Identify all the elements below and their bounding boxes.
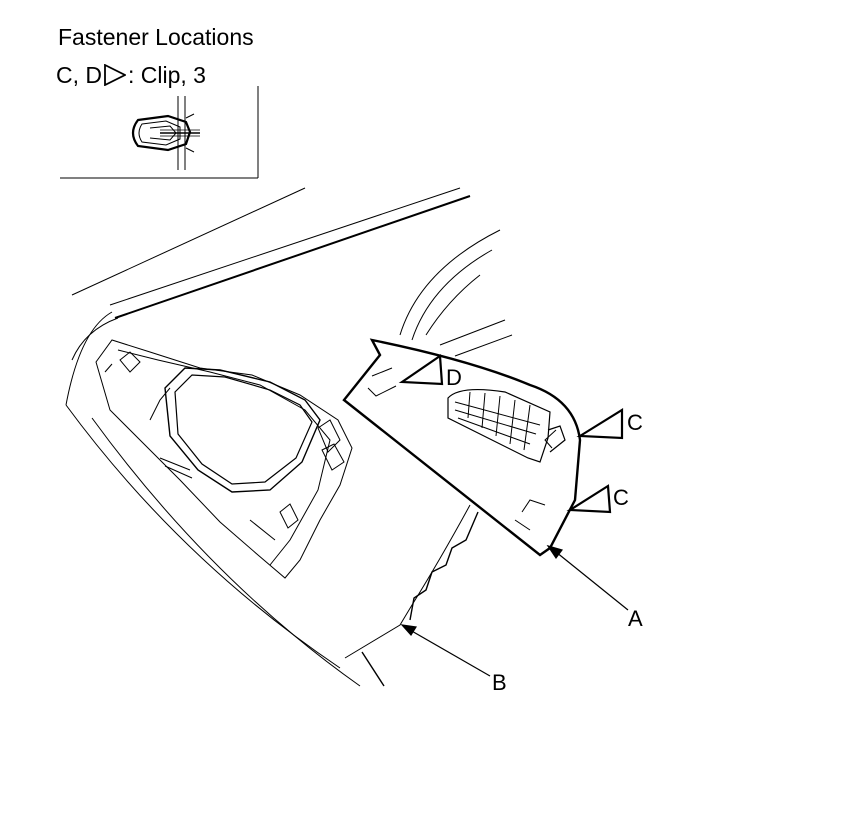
clip-d-marker-icon bbox=[398, 354, 444, 386]
upper-vent bbox=[399, 229, 513, 357]
leader-lines bbox=[400, 544, 629, 677]
callout-d: D bbox=[446, 365, 462, 390]
legend-description: : Clip, 3 bbox=[128, 62, 206, 88]
clip-c-marker-icon bbox=[576, 408, 624, 440]
callout-c-upper: C bbox=[627, 410, 643, 435]
triangle-marker-icon bbox=[104, 63, 128, 90]
instrument-cluster bbox=[95, 339, 353, 579]
panel-b bbox=[344, 504, 479, 687]
callout-a: A bbox=[628, 606, 643, 631]
legend-keys: C, D bbox=[56, 62, 102, 88]
legend-box bbox=[60, 86, 259, 179]
callout-c-lower: C bbox=[613, 485, 629, 510]
callout-b: B bbox=[492, 670, 507, 695]
legend-row: C, D : Clip, 3 bbox=[56, 64, 206, 90]
panel-a bbox=[342, 338, 582, 557]
dashboard-outline bbox=[65, 187, 471, 687]
legend-title: Fastener Locations bbox=[58, 24, 254, 50]
fastener-markers bbox=[398, 354, 624, 514]
clip-detail-icon bbox=[131, 96, 200, 170]
clip-c-marker-icon bbox=[566, 484, 612, 514]
